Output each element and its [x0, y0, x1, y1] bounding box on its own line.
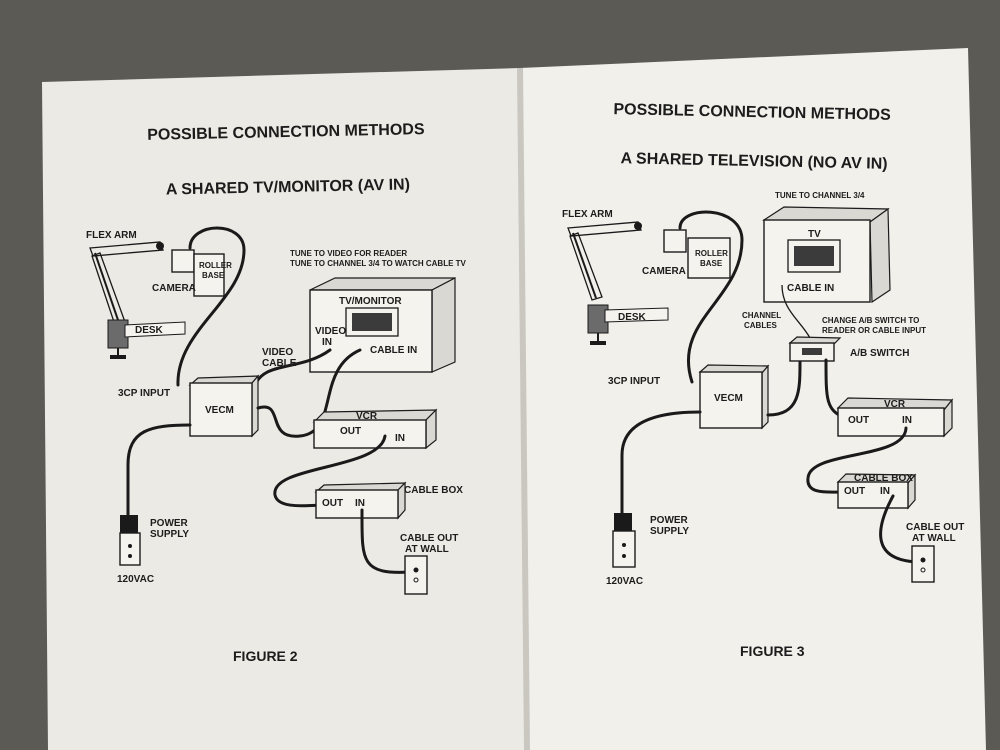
vcr-label: VCR	[356, 411, 378, 422]
vcr-unit-r: VCR OUT IN	[836, 397, 954, 438]
tv-monitor: TUNE TO VIDEO FOR READER TUNE TO CHANNEL…	[290, 249, 467, 373]
roller-label-r: ROLLER	[695, 249, 728, 258]
ab-switch-label: A/B SWITCH	[850, 348, 909, 359]
right-title: POSSIBLE CONNECTION METHODS	[613, 101, 891, 124]
left-title: POSSIBLE CONNECTION METHODS	[147, 121, 425, 144]
change-ab-label-2: READER OR CABLE INPUT	[822, 326, 926, 335]
power-label-1: POWER	[150, 518, 189, 529]
video-in-label-1: VIDEO	[315, 326, 346, 337]
power-label-2: SUPPLY	[150, 529, 189, 540]
vecm-unit-r: VECM 3CP INPUT	[608, 364, 770, 430]
flex-arm-r: FLEX ARM	[562, 209, 642, 301]
vcr-in-label: IN	[395, 433, 405, 444]
desk-clamp: DESK	[107, 319, 186, 359]
desk-label-r: DESK	[618, 312, 647, 323]
roller-label: ROLLER	[199, 261, 232, 270]
desk-clamp-r: DESK	[587, 304, 669, 345]
ab-switch: CHANGE A/B SWITCH TO READER OR CABLE INP…	[788, 316, 926, 362]
cable-wall-outlet-r: CABLE OUT AT WALL	[906, 522, 964, 583]
camera-label: CAMERA	[152, 283, 196, 294]
figure-2: POSSIBLE CONNECTION METHODS A SHARED TV/…	[86, 121, 467, 664]
vcr-out-label: OUT	[340, 426, 361, 437]
cp-input-label: 3CP INPUT	[118, 388, 170, 399]
vac-label: 120VAC	[117, 574, 154, 585]
figure-3: POSSIBLE CONNECTION METHODS A SHARED TEL…	[562, 101, 964, 659]
power-label-2-r: SUPPLY	[650, 526, 689, 537]
desk-label: DESK	[135, 325, 164, 336]
video-cable-label-1: VIDEO	[262, 347, 293, 358]
tv-monitor-label: TV/MONITOR	[339, 296, 402, 307]
figure-2-label: FIGURE 2	[233, 648, 298, 664]
tune-channel-label-r: TUNE TO CHANNEL 3/4	[775, 191, 865, 200]
cable-box-in-label-r: IN	[880, 486, 890, 497]
camera-cable	[176, 226, 246, 387]
video-cable-label-2: CABLE	[262, 358, 297, 369]
cable-box-out-label: OUT	[322, 498, 343, 509]
tune-video-label: TUNE TO VIDEO FOR READER	[290, 249, 407, 258]
flex-arm-label-r: FLEX ARM	[562, 209, 613, 220]
power-cable-r	[620, 410, 702, 517]
cable-in-label-r: CABLE IN	[787, 283, 834, 294]
vcr-to-cable-box-r	[806, 426, 908, 494]
base-label: BASE	[202, 271, 225, 280]
cable-box-label: CABLE BOX	[404, 485, 463, 496]
tv-unit: TUNE TO CHANNEL 3/4 TV CABLE IN	[762, 191, 891, 304]
tv-label: TV	[808, 229, 821, 240]
vecm-to-cable-in	[256, 348, 362, 438]
vecm-unit: VECM 3CP INPUT	[118, 374, 260, 438]
cable-box-in-label: IN	[355, 498, 365, 509]
vcr-to-cable-box	[273, 434, 387, 508]
vecm-label: VECM	[205, 405, 234, 416]
cable-out-label-2: AT WALL	[405, 544, 449, 555]
power-outlet-r: POWER SUPPLY 120VAC	[606, 513, 689, 587]
right-subtitle: A SHARED TELEVISION (NO AV IN)	[620, 150, 887, 173]
cable-out-label-2-r: AT WALL	[912, 533, 956, 544]
power-outlet: POWER SUPPLY 120VAC	[117, 515, 189, 585]
figure-3-label: FIGURE 3	[740, 643, 805, 659]
camera-body	[171, 249, 195, 273]
base-label-r: BASE	[700, 259, 723, 268]
power-label-1-r: POWER	[650, 515, 689, 526]
vcr-unit: VCR OUT IN	[312, 408, 438, 450]
book-gutter	[517, 67, 530, 750]
cable-box-out-label-r: OUT	[844, 486, 865, 497]
camera-cable-r	[678, 210, 744, 384]
camera-assembly-r: ROLLER BASE CAMERA	[642, 229, 731, 279]
channel-cables	[781, 284, 811, 339]
left-subtitle: A SHARED TV/MONITOR (AV IN)	[166, 176, 410, 198]
channel-cables-label-2: CABLES	[744, 321, 778, 330]
vcr-in-label-r: IN	[902, 415, 912, 426]
cable-wall-outlet: CABLE OUT AT WALL	[400, 533, 458, 595]
cable-box-to-wall-r	[879, 494, 920, 564]
vac-label-r: 120VAC	[606, 576, 643, 587]
camera-label-r: CAMERA	[642, 266, 686, 277]
channel-cables-label-1: CHANNEL	[742, 311, 781, 320]
vecm-to-ab	[766, 360, 802, 417]
cable-box-unit: CABLE BOX OUT IN	[314, 481, 463, 520]
change-ab-label-1: CHANGE A/B SWITCH TO	[822, 316, 919, 325]
vcr-label-r: VCR	[884, 399, 906, 410]
flex-arm-label: FLEX ARM	[86, 230, 137, 241]
tune-channel-label: TUNE TO CHANNEL 3/4 TO WATCH CABLE TV	[290, 259, 467, 268]
video-in-label-2: IN	[322, 337, 332, 348]
power-cable	[126, 423, 192, 520]
cable-out-label-1: CABLE OUT	[400, 533, 458, 544]
roller-base	[193, 253, 225, 297]
cable-out-label-1-r: CABLE OUT	[906, 522, 964, 533]
cable-in-label: CABLE IN	[370, 345, 417, 356]
cable-box-to-wall	[360, 508, 412, 574]
cable-box-label-r: CABLE BOX	[854, 473, 913, 484]
camera-assembly: ROLLER BASE CAMERA	[152, 249, 232, 297]
vcr-out-label-r: OUT	[848, 415, 869, 426]
cp-input-label-r: 3CP INPUT	[608, 376, 660, 387]
cable-box-unit-r: CABLE BOX OUT IN	[836, 473, 917, 510]
vecm-label-r: VECM	[714, 393, 743, 404]
